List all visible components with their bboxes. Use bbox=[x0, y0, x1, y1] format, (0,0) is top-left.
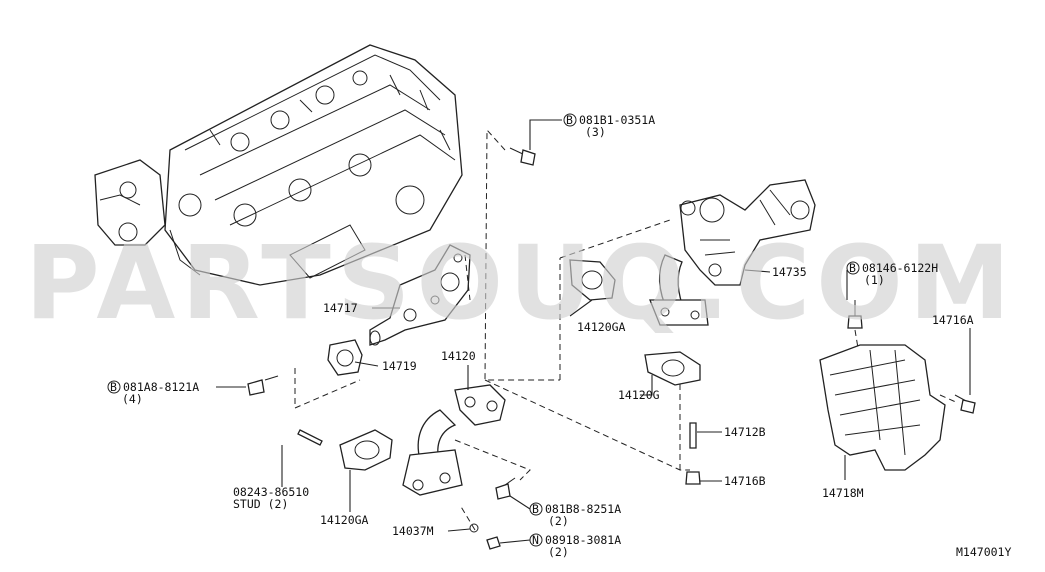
label-14120g: 14120G bbox=[618, 388, 660, 402]
watermark: PARTSOUQ.COM bbox=[25, 224, 1016, 343]
stud-08243-illustration bbox=[297, 429, 323, 446]
callout-08146-6122h: B 08146-6122H (1) bbox=[846, 261, 938, 287]
circle-b-prefix: B bbox=[110, 380, 117, 394]
callout-081b1-0351a: B 081B1-0351A (3) bbox=[563, 113, 655, 139]
label-14716a: 14716A bbox=[932, 313, 974, 327]
egr-valve-illustration bbox=[649, 179, 816, 326]
bolt-081b1-illustration bbox=[509, 147, 536, 166]
part-code: 081B8-8251A bbox=[545, 502, 621, 516]
part-code: 081A8-8121A bbox=[123, 380, 199, 394]
label-14735: 14735 bbox=[772, 265, 807, 279]
part-code: 08918-3081A bbox=[545, 533, 621, 547]
part-qty: (2) bbox=[548, 514, 569, 528]
label-14716b: 14716B bbox=[724, 474, 766, 488]
heat-shield-illustration bbox=[819, 344, 946, 471]
part-code: 081B1-0351A bbox=[579, 113, 655, 127]
part-code: 08243-86510 bbox=[233, 485, 309, 499]
part-qty: STUD (2) bbox=[233, 497, 288, 511]
egr-tube-illustration bbox=[402, 384, 506, 496]
callout-08243-86510: 08243-86510 STUD (2) bbox=[233, 485, 309, 511]
gasket-14719-illustration bbox=[327, 339, 363, 376]
stud-14712b-illustration bbox=[689, 422, 697, 449]
label-14719: 14719 bbox=[382, 359, 417, 373]
part-qty: (1) bbox=[864, 273, 885, 287]
circle-b-prefix: B bbox=[849, 261, 856, 275]
label-14717: 14717 bbox=[323, 301, 358, 315]
callout-081a8-8121a: B 081A8-8121A (4) bbox=[107, 380, 199, 406]
gasket-14120g-illustration bbox=[644, 351, 701, 386]
gasket-bottom-illustration bbox=[339, 429, 393, 471]
part-qty: (3) bbox=[585, 125, 606, 139]
bolt-081a8-illustration bbox=[247, 375, 279, 396]
circle-b-prefix: B bbox=[532, 502, 539, 516]
engine-cylinder-head-illustration bbox=[94, 44, 463, 286]
label-14037m: 14037M bbox=[392, 524, 434, 538]
part-code: 08146-6122H bbox=[862, 261, 938, 275]
nut-08918-illustration bbox=[486, 536, 501, 550]
label-14120: 14120 bbox=[441, 349, 476, 363]
label-14120ga-bottom: 14120GA bbox=[320, 513, 369, 527]
part-qty: (4) bbox=[122, 392, 143, 406]
leader-lines bbox=[216, 119, 971, 544]
bolt-14716a-illustration bbox=[954, 394, 976, 414]
gasket-top-illustration bbox=[569, 259, 616, 301]
label-14712b: 14712B bbox=[724, 425, 766, 439]
washer-14037m-illustration bbox=[469, 523, 479, 533]
diagram-code: M147001Y bbox=[956, 545, 1011, 559]
circle-b-prefix: B bbox=[566, 113, 573, 127]
egr-adapter-illustration bbox=[369, 244, 471, 346]
label-14718m: 14718M bbox=[822, 486, 864, 500]
bolt-08146-illustration bbox=[847, 300, 863, 329]
circle-n-prefix: N bbox=[532, 533, 539, 547]
part-qty: (2) bbox=[548, 545, 569, 559]
assembly-dashed-lines bbox=[294, 128, 959, 531]
callout-081b8-8251a: B 081B8-8251A (2) bbox=[529, 502, 621, 528]
bolt-081b8-illustration bbox=[495, 477, 516, 500]
label-14120ga-top: 14120GA bbox=[577, 320, 626, 334]
callout-08918-3081a: N 08918-3081A (2) bbox=[529, 533, 621, 559]
nut-14716b-illustration bbox=[685, 471, 701, 485]
